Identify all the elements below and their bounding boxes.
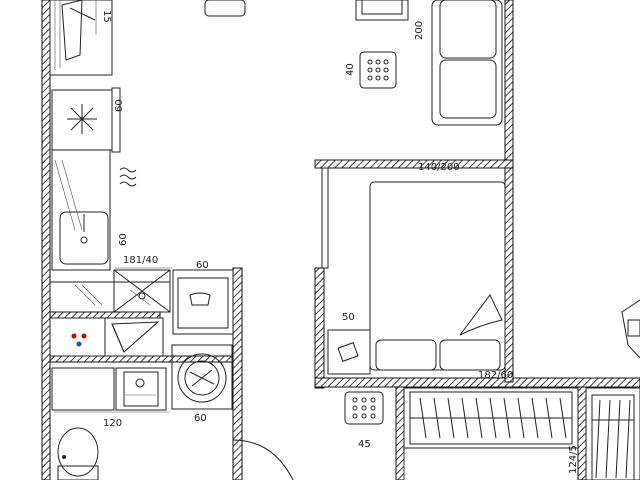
wall-wardrobe-left xyxy=(395,386,405,480)
dining-table: 40 xyxy=(345,51,397,89)
pouf: 45 xyxy=(344,391,384,450)
dim-washer-bottom: 60 xyxy=(194,413,207,424)
bedroom: 140/200 50 182/60 xyxy=(314,159,514,381)
wall-left xyxy=(41,0,51,480)
dim-sofa: 200 xyxy=(414,21,425,40)
wardrobe xyxy=(403,387,579,480)
wall-closet-left xyxy=(577,386,587,480)
stove: 60 xyxy=(51,87,137,187)
wall-bedroom-right xyxy=(504,159,514,383)
dim-toilet: 120 xyxy=(103,418,122,429)
bathroom-fixtures: 181/40 60 60 120 xyxy=(49,255,294,480)
dim-washer-top: 60 xyxy=(196,260,209,271)
closet: 124/5 xyxy=(568,387,640,480)
dim-wardrobe: 182/60 xyxy=(478,370,513,381)
cold-tap-icon xyxy=(76,341,82,347)
kitchen-counter: 15 xyxy=(49,0,113,76)
wall-bedroom-bottom xyxy=(314,377,640,388)
kitchen-sink-counter: 60 xyxy=(51,149,129,271)
dim-closet: 124/5 xyxy=(568,445,579,474)
dim-bath: 181/40 xyxy=(123,255,158,266)
wall-bedroom-left xyxy=(314,267,325,389)
chairs xyxy=(204,0,409,21)
wall-right-upper xyxy=(504,0,514,171)
dim-pouf: 45 xyxy=(358,439,371,450)
dim-top-left: 15 xyxy=(101,10,112,23)
dim-sink: 60 xyxy=(118,233,129,246)
dim-nightstand: 50 xyxy=(342,312,355,323)
heater-icon xyxy=(119,167,137,187)
dim-bed: 140/200 xyxy=(418,162,460,173)
sofa: 200 xyxy=(414,0,503,126)
dim-table: 40 xyxy=(345,63,356,76)
hot-tap-icon xyxy=(71,333,77,339)
wall-bath-right xyxy=(232,267,243,480)
hangers xyxy=(419,397,567,439)
walls xyxy=(41,0,640,480)
armchair-right xyxy=(621,299,640,359)
dim-stove: 60 xyxy=(114,99,125,112)
